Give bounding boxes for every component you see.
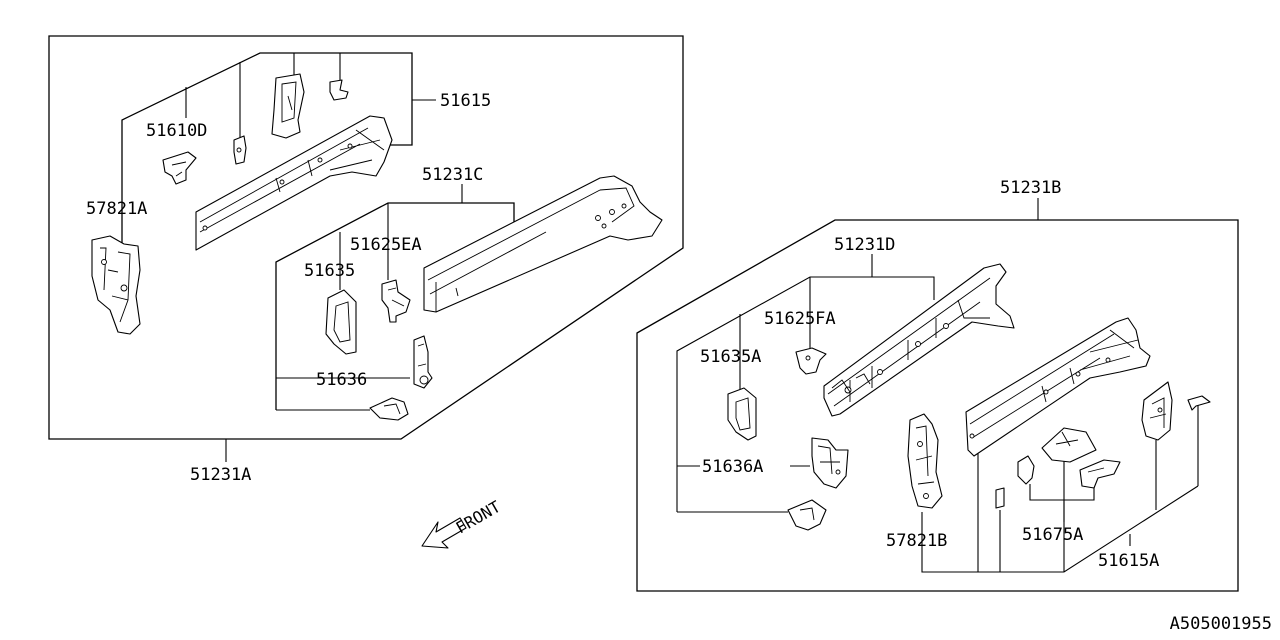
label-51675A: 51675A	[1022, 525, 1083, 545]
label-51636: 51636	[316, 370, 367, 390]
part-51675A-left	[1017, 455, 1035, 485]
diagram-code: A505001955	[1169, 614, 1272, 634]
label-57821B: 57821B	[886, 531, 947, 551]
assembly-51231B-frame	[636, 219, 1239, 592]
label-51231B: 51231B	[1000, 178, 1061, 198]
label-51636A: 51636A	[702, 457, 763, 477]
assembly-51231B-group	[636, 198, 1239, 592]
label-51610D: 51610D	[146, 121, 207, 141]
part-51635	[325, 289, 357, 355]
front-arrow-icon	[421, 517, 467, 549]
part-51636A-lower	[787, 499, 827, 531]
part-51636-upper	[413, 335, 433, 389]
part-57821B	[907, 413, 943, 509]
label-51231D: 51231D	[834, 235, 895, 255]
label-57821A: 57821A	[86, 199, 147, 219]
label-51231A: 51231A	[190, 465, 251, 485]
part-51636A-upper	[811, 437, 849, 489]
front-label: FRONT	[453, 497, 505, 538]
label-51625EA: 51625EA	[350, 235, 422, 255]
part-51675A-right	[1079, 459, 1121, 489]
part-51625EA	[381, 279, 411, 323]
part-51625FA	[795, 347, 827, 375]
part-51615-clip-a	[233, 135, 247, 165]
label-51635A: 51635A	[700, 347, 761, 367]
part-51615-rail	[195, 115, 393, 251]
part-51615A-small-clip	[1187, 395, 1211, 411]
part-51636-lower	[369, 397, 409, 421]
part-51231C-rail	[423, 175, 663, 313]
assembly-51231A-group	[48, 35, 684, 462]
part-51610D	[162, 151, 197, 185]
part-51615A-rail	[965, 317, 1151, 457]
part-51231D-rail	[823, 263, 1015, 417]
label-51231C: 51231C	[422, 165, 483, 185]
part-51615A-clip	[995, 487, 1005, 509]
label-51635: 51635	[304, 261, 355, 281]
label-51625FA: 51625FA	[764, 309, 836, 329]
bracket-51615-frame	[121, 52, 413, 225]
part-51635A	[727, 387, 757, 441]
part-51615-clip-c	[329, 79, 349, 101]
part-51615A-end-bracket	[1141, 381, 1173, 441]
label-51615: 51615	[440, 91, 491, 111]
label-51615A: 51615A	[1098, 551, 1159, 571]
part-57821A	[91, 235, 141, 335]
assembly-51231A-frame	[48, 35, 684, 440]
bracket-51615A-frame	[921, 485, 1199, 573]
part-51615-bracket-b	[271, 73, 305, 139]
part-51675A-top	[1041, 427, 1097, 463]
